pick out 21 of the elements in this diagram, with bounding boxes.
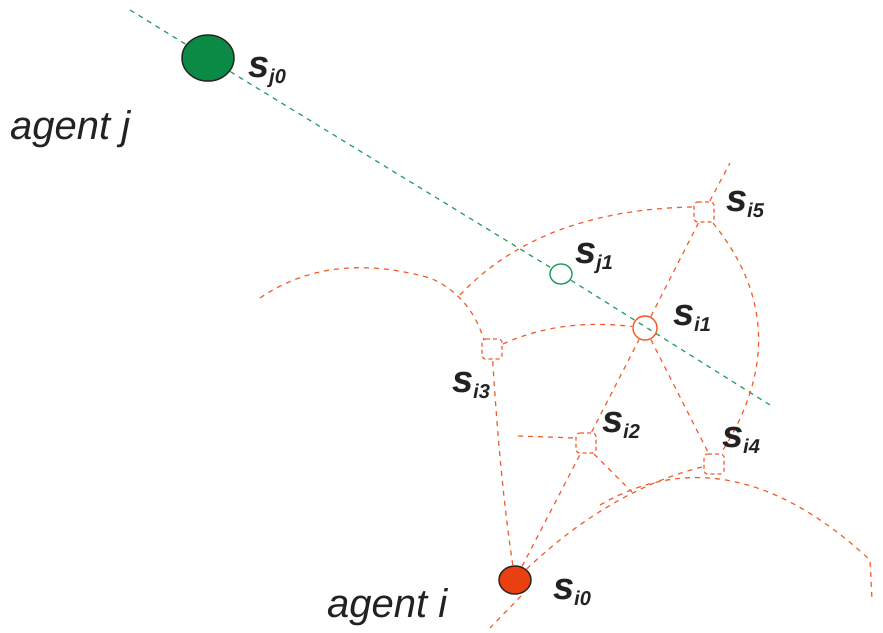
agent-label: agent i xyxy=(327,584,448,624)
path-line xyxy=(570,280,770,406)
path-line xyxy=(650,339,709,454)
path-line xyxy=(502,324,632,345)
path-line xyxy=(650,222,699,317)
agent-label: agent j xyxy=(10,106,130,146)
path-line xyxy=(526,466,704,570)
path-line xyxy=(230,71,552,268)
state-label: s$_{i4}$ xyxy=(722,416,760,457)
state-label: s$_{i2}$ xyxy=(602,401,640,442)
state-label: s$_{i0}$ xyxy=(553,568,591,609)
path-line xyxy=(522,454,581,567)
state-label: s$_{j0}$ xyxy=(248,46,286,87)
state-label: s$_{i3}$ xyxy=(452,361,490,402)
path-line xyxy=(130,9,186,45)
state-label: s$_{i5}$ xyxy=(726,180,764,221)
state-label: s$_{j1}$ xyxy=(575,232,613,273)
path-line xyxy=(591,339,640,432)
path-line xyxy=(492,360,514,566)
path-line xyxy=(709,162,731,202)
state-label: s$_{i1}$ xyxy=(673,294,711,335)
